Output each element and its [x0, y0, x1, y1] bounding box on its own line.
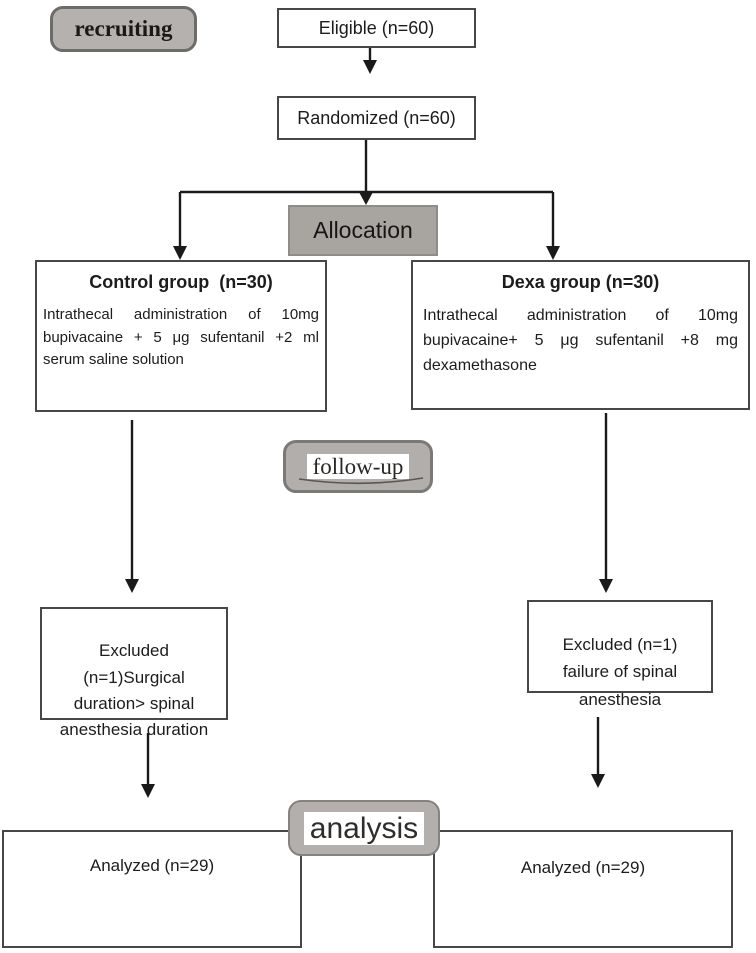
eligible-text: Eligible (n=60)	[318, 17, 435, 38]
arrow-dexa-to-excluded	[599, 413, 613, 593]
arrow-excluded-control-to-analyzed	[141, 733, 155, 798]
analyzed-dexa-box: Analyzed (n=29)	[433, 830, 733, 948]
eligible-box: Eligible (n=60)	[277, 8, 476, 48]
dexa-group-body: Intrathecal administration of 10mg bupiv…	[423, 307, 738, 374]
randomized-text: Randomized (n=60)	[297, 107, 456, 128]
follow-up-underline-curve	[298, 477, 424, 485]
control-group-body: Intrathecal administration of 10mg bupiv…	[43, 306, 319, 368]
analyzed-control-box: Analyzed (n=29)	[2, 830, 302, 948]
recruiting-text: recruiting	[74, 16, 173, 41]
allocation-text: Allocation	[313, 217, 413, 243]
excluded-control-box: Excluded (n=1)Surgical duration> spinal …	[40, 607, 228, 739]
analyzed-dexa-text: Analyzed (n=29)	[520, 858, 646, 877]
excluded-dexa-text: Excluded (n=1) failure of spinal anesthe…	[562, 635, 678, 709]
arrow-branch-to-dexa	[546, 192, 560, 260]
stage-label-follow-up: follow-up	[283, 440, 433, 493]
arrow-control-to-excluded	[125, 420, 139, 593]
arrow-randomized-to-allocation	[359, 140, 373, 205]
excluded-control-text: Excluded (n=1)Surgical duration> spinal …	[59, 641, 209, 740]
control-group-box: Control group (n=30) Intrathecal adminis…	[35, 260, 327, 412]
stage-label-analysis: analysis	[288, 800, 440, 856]
analysis-text: analysis	[303, 811, 425, 845]
arrow-eligible-to-randomized	[363, 48, 377, 74]
stage-label-allocation: Allocation	[288, 205, 438, 256]
analyzed-control-text: Analyzed (n=29)	[89, 856, 215, 875]
dexa-group-box: Dexa group (n=30) Intrathecal administra…	[411, 260, 750, 410]
randomized-box: Randomized (n=60)	[277, 96, 476, 140]
follow-up-text: follow-up	[306, 453, 410, 480]
arrow-excluded-dexa-to-analyzed	[591, 717, 605, 788]
dexa-group-title: Dexa group (n=30)	[501, 272, 660, 292]
arrow-branch-to-control	[173, 192, 187, 260]
stage-label-recruiting: recruiting	[50, 6, 197, 52]
excluded-dexa-box: Excluded (n=1) failure of spinal anesthe…	[527, 600, 713, 709]
control-group-title: Control group (n=30)	[89, 272, 273, 292]
